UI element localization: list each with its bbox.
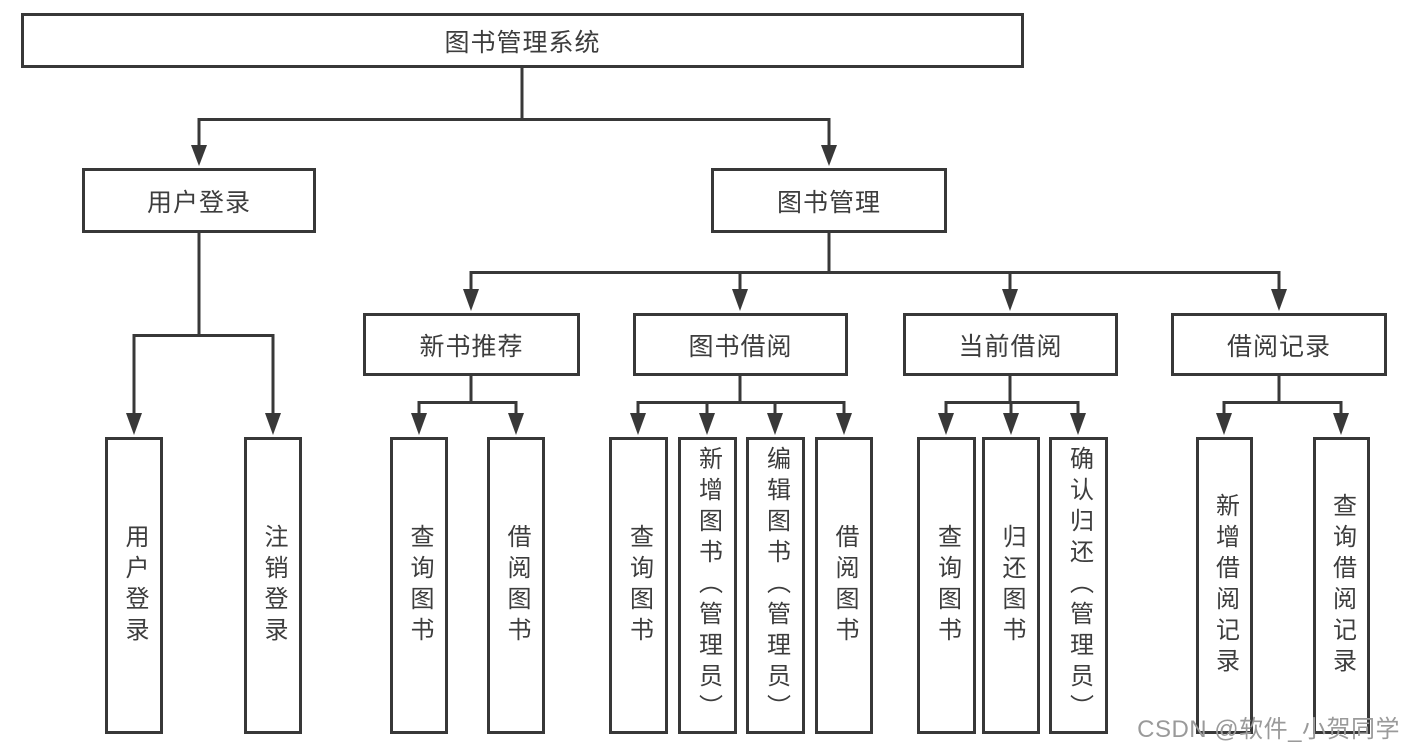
node-user-login: 用户登录 [82, 168, 316, 233]
leaf-logout: 注销登录 [244, 437, 302, 734]
node-new-book-recommend: 新书推荐 [363, 313, 580, 376]
leaf-borrow-books-recommend: 借阅图书 [487, 437, 545, 734]
leaf-add-books-admin: 新增图书（管理员） [678, 437, 737, 734]
leaf-edit-books-admin: 编辑图书（管理员） [746, 437, 805, 734]
leaf-query-books-borrow: 查询图书 [609, 437, 668, 734]
leaf-return-books: 归还图书 [982, 437, 1040, 734]
leaf-query-borrow-record: 查询借阅记录 [1313, 437, 1370, 734]
arrowheads [126, 145, 1349, 435]
leaf-borrow-books: 借阅图书 [815, 437, 873, 734]
leaf-query-books-current: 查询图书 [917, 437, 976, 734]
node-book-borrow: 图书借阅 [633, 313, 848, 376]
leaf-query-books-recommend: 查询图书 [390, 437, 448, 734]
node-borrow-records: 借阅记录 [1171, 313, 1387, 376]
node-root: 图书管理系统 [21, 13, 1024, 68]
leaf-user-login: 用户登录 [105, 437, 163, 734]
node-book-management: 图书管理 [711, 168, 947, 233]
watermark-text: CSDN @软件_小贺同学 [1137, 716, 1400, 743]
node-current-borrow: 当前借阅 [903, 313, 1118, 376]
leaf-confirm-return-admin: 确认归还（管理员） [1049, 437, 1108, 734]
leaf-add-borrow-record: 新增借阅记录 [1196, 437, 1253, 734]
